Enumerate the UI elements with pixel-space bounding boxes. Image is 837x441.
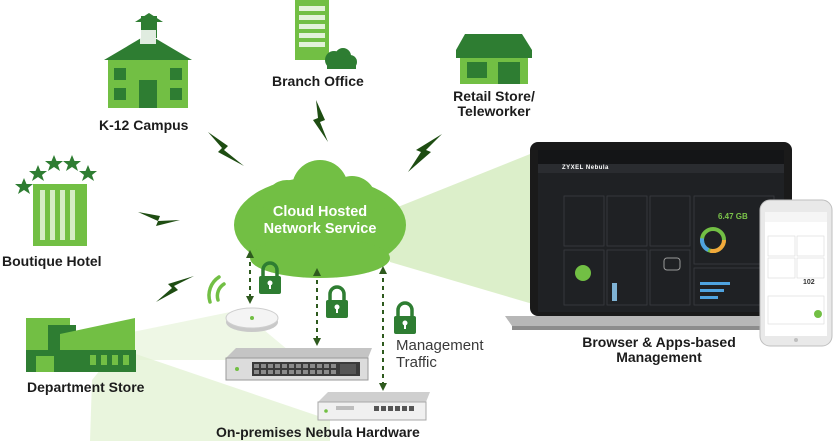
- management-traffic-label: Management Traffic: [396, 337, 484, 372]
- lightning-bolt-hotel: [138, 212, 180, 226]
- lightning-bolt-retail: [408, 134, 442, 172]
- label-onprem-hardware: On-premises Nebula Hardware: [216, 424, 420, 440]
- lock-icon-ap: [259, 261, 281, 294]
- k12-campus-icon: [104, 13, 192, 108]
- phone-value: 102: [803, 279, 815, 286]
- phone-device: [759, 199, 833, 347]
- label-retail-line2: Teleworker: [457, 103, 531, 120]
- lock-icon-gateway: [394, 301, 416, 334]
- cloud-label: Cloud Hosted Network Service: [238, 204, 402, 239]
- label-boutique-hotel: Boutique Hotel: [2, 253, 102, 269]
- arrow-gateway-down: [379, 383, 387, 391]
- label-retail-line1: Retail Store/: [453, 88, 535, 104]
- browser-management-line1: Browser & Apps-based: [582, 334, 736, 350]
- management-traffic-line2: Traffic: [396, 354, 437, 372]
- laptop-device: [505, 142, 815, 330]
- arrow-ap-up: [246, 250, 254, 258]
- dashboard-brand: ZYXEL Nebula: [562, 165, 609, 171]
- lightning-bolt-department: [156, 276, 194, 302]
- department-store-icon: [26, 318, 136, 372]
- network-switch-device: [225, 348, 372, 381]
- branch-office-icon: [295, 0, 357, 69]
- lightning-bolt-k12: [208, 132, 244, 166]
- boutique-hotel-icon: [15, 155, 97, 246]
- arrow-gateway-up: [379, 266, 387, 274]
- dashboard-traffic-value: 6.47 GB: [718, 212, 748, 221]
- label-retail-store: Retail Store/ Teleworker: [448, 88, 540, 120]
- cloud-label-line2: Network Service: [263, 221, 377, 238]
- management-traffic-line1: Management: [396, 337, 484, 354]
- label-k12-campus: K-12 Campus: [99, 117, 189, 133]
- label-department-store: Department Store: [27, 379, 145, 395]
- retail-store-icon: [456, 34, 532, 84]
- access-point-device: [225, 307, 279, 332]
- cloud-label-line1: Cloud Hosted: [272, 204, 368, 220]
- management-links: [249, 254, 384, 386]
- security-gateway-device: [317, 392, 430, 421]
- wifi-signal-icon: [207, 275, 226, 304]
- browser-management-label: Browser & Apps-based Management: [574, 334, 744, 366]
- beam-to-laptop: [378, 142, 560, 312]
- label-branch-office: Branch Office: [272, 73, 364, 89]
- beam-to-department-store: [90, 348, 330, 441]
- arrow-ap-down: [246, 296, 254, 304]
- arrow-switch-down: [313, 338, 321, 346]
- lightning-bolt-branch: [313, 100, 328, 142]
- browser-management-line2: Management: [616, 349, 702, 366]
- cloud-shape: [234, 160, 406, 278]
- lock-icon-switch: [326, 285, 348, 318]
- arrow-switch-up: [313, 268, 321, 276]
- lightning-bolts: [138, 100, 442, 302]
